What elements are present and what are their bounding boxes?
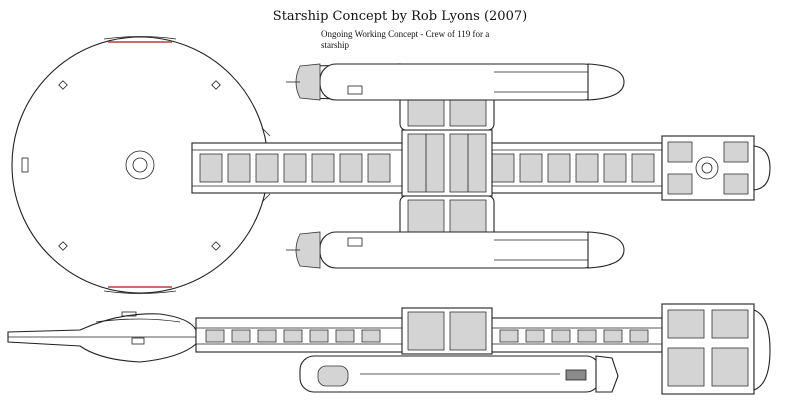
side-nacelle <box>299 355 619 393</box>
side-pylon-block <box>401 307 493 355</box>
lower-nacelle-body <box>319 231 601 269</box>
upper-nacelle <box>286 63 625 101</box>
side-engineering-hull <box>661 303 771 395</box>
lower-nacelle-end-cap <box>295 231 321 269</box>
saucer-edge-detail-2 <box>261 193 271 203</box>
saucer-marker-3 <box>58 241 68 251</box>
saucer-rim-top <box>103 36 177 40</box>
engineering-hull <box>661 135 771 201</box>
lower-nacelle <box>286 231 625 269</box>
side-nacelle-intake <box>565 369 587 381</box>
upper-nacelle-front-dome <box>587 63 625 101</box>
side-nacelle-end-cap <box>317 365 349 387</box>
saucer-marker-2 <box>211 80 221 90</box>
saucer-edge-detail-1 <box>261 127 271 137</box>
upper-nacelle-end-cap <box>295 63 321 101</box>
saucer-marker-4 <box>211 241 221 251</box>
saucer-marker-1 <box>58 80 68 90</box>
side-nacelle-tip <box>595 355 619 393</box>
central-pylon-block <box>399 81 495 247</box>
saucer-hatch <box>21 157 29 173</box>
saucer-rim-bottom <box>103 290 177 294</box>
upper-nacelle-body <box>319 63 601 101</box>
side-deflector <box>753 309 771 391</box>
lower-nacelle-front-dome <box>587 231 625 269</box>
saucer-side-profile <box>7 311 197 363</box>
bridge-ring <box>125 150 155 180</box>
side-view <box>7 303 771 395</box>
drawing-title: Starship Concept by Rob Lyons (2007) <box>272 9 528 24</box>
bridge-dome <box>132 157 148 173</box>
drawing-subtitle: Ongoing Working Concept - Crew of 119 fo… <box>321 29 490 50</box>
top-view <box>11 36 771 294</box>
deflector-dome <box>753 145 771 191</box>
spine-modules <box>199 153 655 183</box>
engineering-ring <box>695 156 719 180</box>
